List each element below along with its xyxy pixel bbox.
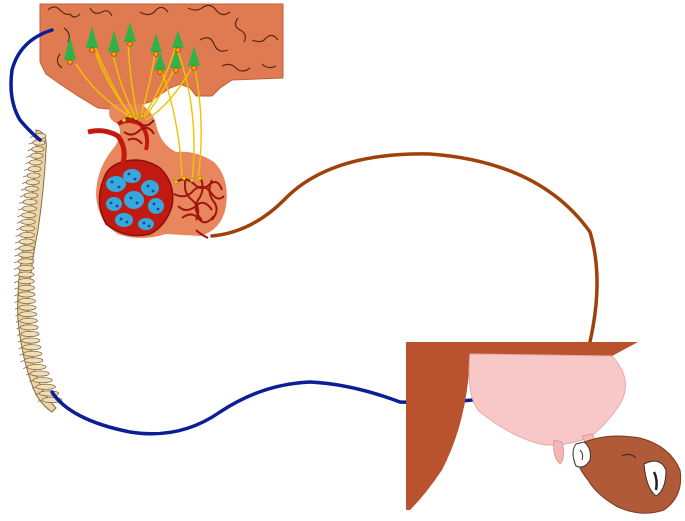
vertebra [33, 378, 52, 383]
vertebra-process [20, 360, 24, 362]
vertebra-process [28, 149, 32, 151]
vertebra [18, 252, 34, 257]
vertebra [24, 193, 38, 198]
vertebrae [14, 133, 62, 402]
vertebra-process [19, 202, 23, 204]
vertebra-process [18, 209, 22, 211]
vertebra-process [14, 268, 18, 270]
vertebra-process [23, 176, 27, 178]
suckling-calf [573, 436, 681, 513]
vertebra [18, 265, 34, 270]
vertebra-process [14, 281, 18, 283]
vertebra [25, 186, 39, 191]
vertebra [18, 285, 34, 290]
vertebra-process [18, 215, 22, 217]
vertebra [18, 279, 34, 284]
vertebra-process [16, 228, 20, 230]
vertebra-process [15, 242, 19, 244]
vertebra [29, 160, 42, 165]
vertebra-process [14, 261, 18, 263]
vertebra-process [22, 182, 26, 184]
vertebra-process [20, 195, 24, 197]
vertebra [21, 331, 39, 336]
vertebra [27, 364, 46, 369]
vertebra [21, 219, 36, 224]
vertebra [18, 259, 34, 264]
vertebra [27, 173, 40, 178]
vertebra [32, 147, 44, 152]
vertebra-process [15, 248, 19, 250]
vertebra [36, 384, 55, 389]
vertebra-process [17, 222, 21, 224]
vertebra [18, 292, 35, 297]
vertebra [23, 199, 37, 204]
vertebra [19, 246, 34, 251]
vertebra [20, 232, 35, 237]
vertebra [20, 226, 35, 231]
vertebra-process [26, 156, 30, 158]
vertebra [28, 166, 41, 171]
vertebra [20, 318, 37, 323]
vertebra-process [14, 255, 18, 256]
vertebra [19, 239, 34, 244]
vertebra [22, 338, 40, 343]
vertebra [22, 213, 36, 218]
vertebra-process [24, 169, 28, 171]
vertebra [19, 298, 36, 303]
vertebra [21, 325, 39, 330]
spinal-cord [14, 130, 62, 412]
vertebra [30, 153, 43, 158]
vertebra-process [25, 162, 29, 164]
vertebra-process [14, 288, 18, 290]
vertebra-process [29, 143, 33, 145]
vertebra [18, 272, 34, 277]
vertebra [19, 312, 36, 317]
vertebra [23, 345, 41, 350]
vertebra-process [14, 275, 18, 277]
vertebra [19, 305, 36, 310]
vertebra [26, 180, 39, 185]
vertebra [30, 371, 49, 376]
vertebra-process [16, 235, 20, 237]
vertebra [24, 358, 43, 363]
vertebra [22, 206, 36, 211]
vertebra-process [21, 189, 25, 191]
vertebra [23, 351, 41, 356]
